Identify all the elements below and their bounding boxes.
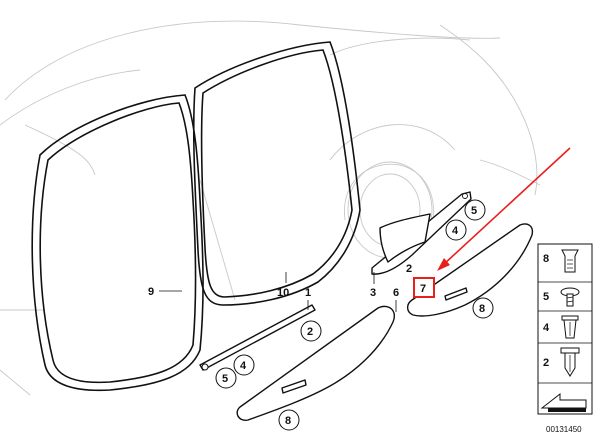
sill-plate-3 bbox=[371, 191, 472, 275]
svg-text:5: 5 bbox=[222, 373, 228, 385]
expanding-nut-icon bbox=[561, 315, 579, 339]
svg-text:4: 4 bbox=[452, 225, 459, 237]
callout-1: 1 bbox=[305, 287, 311, 299]
svg-text:8: 8 bbox=[285, 415, 291, 427]
svg-text:5: 5 bbox=[471, 205, 477, 217]
callout-2-right: 2 bbox=[406, 263, 412, 275]
car-body-outline bbox=[0, 20, 541, 396]
svg-text:4: 4 bbox=[240, 360, 247, 372]
red-arrow-icon bbox=[437, 147, 571, 271]
leader-lines bbox=[159, 272, 397, 312]
legend-item-4: 4 bbox=[543, 322, 550, 334]
callout-2-left: 2 bbox=[300, 320, 322, 342]
legend-item-5: 5 bbox=[543, 291, 549, 303]
callout-8-right: 8 bbox=[472, 297, 494, 319]
callout-5-right: 5 bbox=[464, 199, 486, 221]
svg-text:2: 2 bbox=[307, 326, 313, 338]
rear-door-seal bbox=[192, 41, 361, 306]
clip-icon bbox=[561, 249, 579, 273]
callout-7-highlighted: 7 bbox=[413, 277, 435, 298]
callout-4-left: 4 bbox=[233, 354, 255, 376]
callout-6: 6 bbox=[393, 287, 399, 299]
fastener-legend: 8 5 4 2 bbox=[537, 243, 593, 415]
svg-text:8: 8 bbox=[479, 303, 485, 315]
screw-icon bbox=[560, 287, 580, 307]
front-door-seal bbox=[31, 94, 204, 392]
callout-9: 9 bbox=[148, 286, 154, 298]
legend-item-2: 2 bbox=[543, 357, 549, 369]
diagram-id: 00131450 bbox=[546, 425, 582, 434]
callout-8-left: 8 bbox=[278, 409, 300, 431]
legend-item-8: 8 bbox=[543, 253, 549, 265]
svg-text:7: 7 bbox=[420, 283, 426, 295]
callout-10: 10 bbox=[277, 287, 289, 299]
push-rivet-icon bbox=[560, 347, 580, 377]
sill-cover-6 bbox=[236, 305, 395, 421]
callout-3: 3 bbox=[370, 287, 376, 299]
callout-4-right: 4 bbox=[445, 219, 467, 241]
arrow-icon bbox=[540, 392, 587, 412]
trim-strip-1 bbox=[199, 304, 316, 371]
callout-5-left: 5 bbox=[215, 367, 237, 389]
entrance-cover-7 bbox=[406, 223, 534, 317]
